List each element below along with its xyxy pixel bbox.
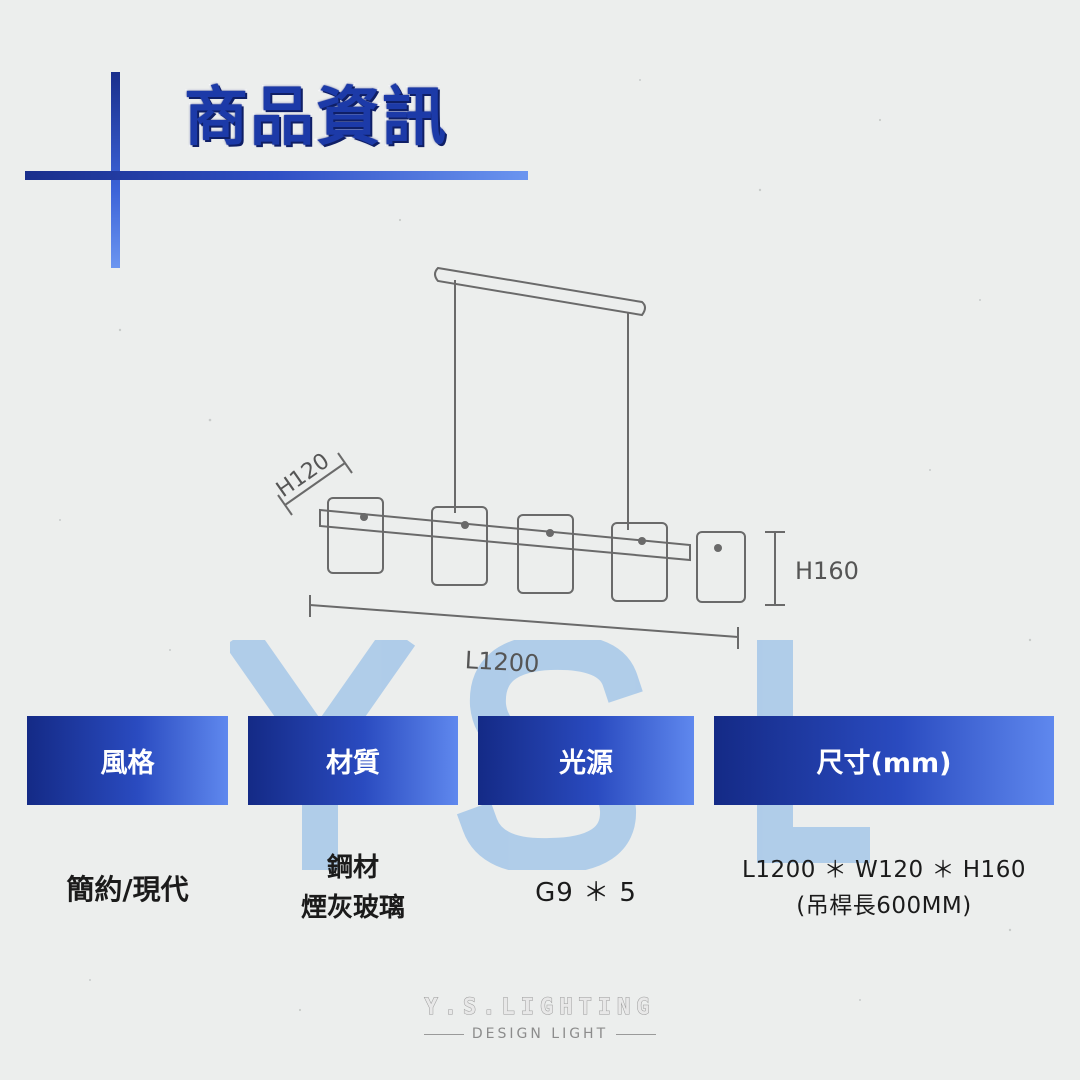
brand-tagline-row: DESIGN LIGHT bbox=[340, 1026, 740, 1042]
value-style: 簡約/現代 bbox=[66, 873, 189, 906]
header-size: 尺寸(mm) bbox=[714, 716, 1054, 805]
shade-4 bbox=[611, 522, 668, 602]
value-material-line1: 鋼材 bbox=[326, 853, 379, 883]
divider bbox=[616, 1033, 657, 1035]
shade-5 bbox=[696, 531, 746, 603]
title-vertical-bar bbox=[111, 72, 120, 268]
lamp-arm bbox=[319, 508, 691, 562]
header-light-source: 光源 bbox=[478, 716, 694, 805]
shade-1 bbox=[327, 497, 384, 574]
value-material-line2: 煙灰玻璃 bbox=[300, 893, 405, 923]
dim-shade-line bbox=[284, 462, 346, 506]
value-size-line2: (吊桿長600MM) bbox=[796, 893, 972, 919]
value-size: L1200 ＊ W120 ＊ H160 (吊桿長600MM) bbox=[714, 852, 1054, 924]
shade-3 bbox=[517, 514, 574, 594]
brand-tagline: DESIGN LIGHT bbox=[471, 1026, 609, 1042]
shade-2 bbox=[431, 506, 488, 586]
page-title: 商品資訊 bbox=[183, 80, 448, 157]
title-horizontal-bar bbox=[25, 171, 528, 180]
dim-height-label: H160 bbox=[795, 557, 859, 585]
brand-name: Y.S.LIGHTING bbox=[424, 995, 656, 1021]
value-size-line1: L1200 ＊ W120 ＊ H160 bbox=[742, 857, 1026, 883]
value-material: 鋼材 煙灰玻璃 bbox=[248, 848, 458, 928]
value-light-source: G9 ＊ 5 bbox=[535, 878, 637, 908]
lamp-dimension-drawing: H120 H160 L1200 bbox=[272, 266, 859, 678]
ceiling-canopy bbox=[434, 266, 646, 317]
brand-footer: Y.S.LIGHTING DESIGN LIGHT bbox=[340, 995, 740, 1042]
dim-length-label: L1200 bbox=[464, 646, 540, 678]
divider bbox=[423, 1033, 464, 1035]
watermark-letter-l bbox=[757, 640, 870, 863]
header-style: 風格 bbox=[27, 716, 228, 805]
dim-shade-label: H120 bbox=[272, 449, 334, 503]
dim-length-line bbox=[309, 604, 739, 638]
header-material: 材質 bbox=[248, 716, 458, 805]
